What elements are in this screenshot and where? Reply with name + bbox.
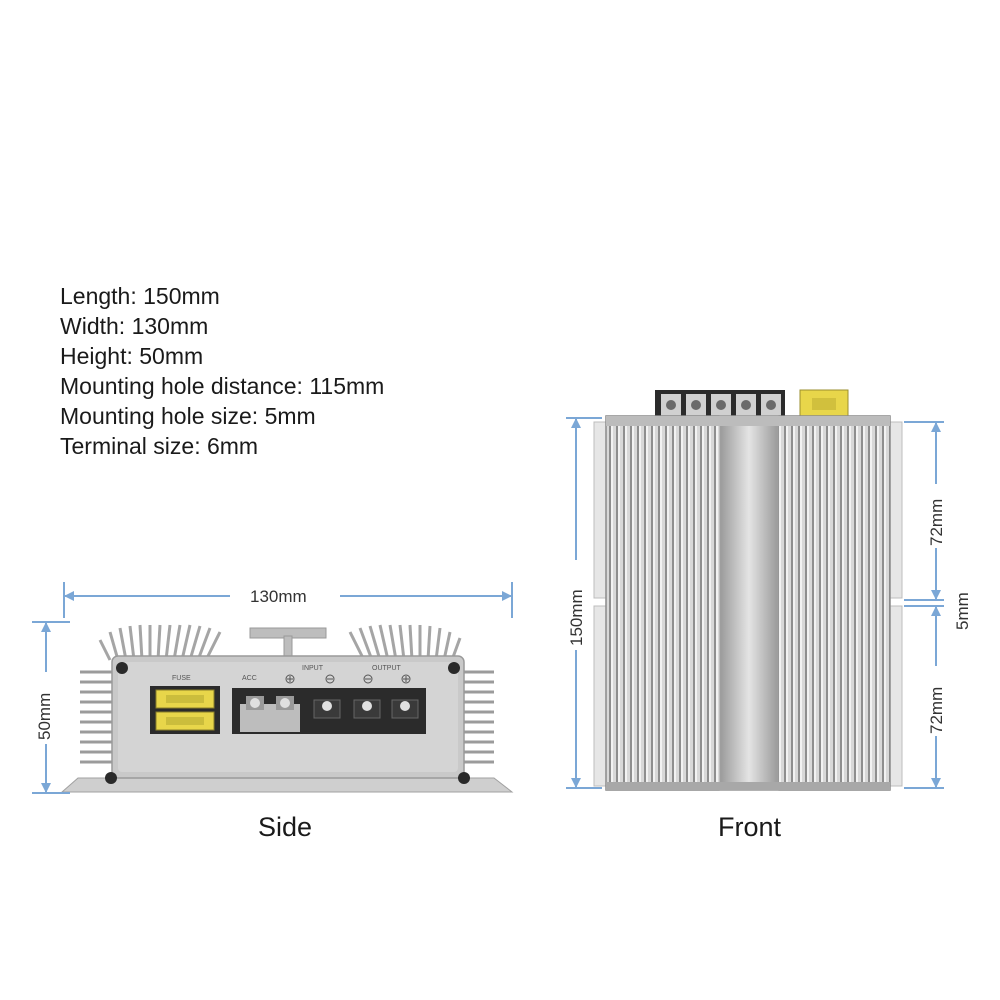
output-label: OUTPUT bbox=[372, 665, 402, 672]
polarity-icons bbox=[285, 674, 411, 684]
side-top-fins-left bbox=[98, 624, 222, 661]
front-center-spine bbox=[719, 415, 779, 791]
front-length-dimension bbox=[566, 417, 602, 789]
spec-mounting-hole-distance: Mounting hole distance: 115mm bbox=[60, 373, 385, 399]
front-hole-upper-label: 72mm bbox=[927, 499, 946, 546]
side-right-fins bbox=[462, 670, 494, 764]
front-caption: Front bbox=[718, 812, 782, 842]
spec-terminal-size: Terminal size: 6mm bbox=[60, 433, 259, 459]
side-screw-icon bbox=[116, 662, 128, 674]
side-view: FUSE ACC INPUT OUTPUT bbox=[32, 582, 514, 794]
front-terminal-screw-icon bbox=[766, 400, 776, 410]
front-terminal-block bbox=[655, 390, 785, 420]
side-screw-icon bbox=[448, 662, 460, 674]
side-caption: Side bbox=[258, 812, 313, 842]
side-screw-icon bbox=[105, 772, 117, 784]
front-length-label: 150mm bbox=[567, 589, 586, 646]
side-screw-icon bbox=[458, 772, 470, 784]
terminal-bolt-icon bbox=[400, 701, 410, 711]
terminal-bolt-icon bbox=[362, 701, 372, 711]
terminal-block bbox=[232, 688, 426, 734]
side-width-label: 130mm bbox=[250, 587, 307, 606]
terminal-bolt-icon bbox=[280, 698, 290, 708]
spec-height: Height: 50mm bbox=[60, 343, 204, 369]
spec-length: Length: 150mm bbox=[60, 283, 220, 309]
side-top-fins-right bbox=[348, 624, 462, 661]
front-fuse bbox=[799, 389, 849, 417]
spec-mounting-hole-size: Mounting hole size: 5mm bbox=[60, 403, 316, 429]
front-terminal-screw-icon bbox=[691, 400, 701, 410]
front-hole-gap-label: 5mm bbox=[953, 592, 972, 630]
input-label: INPUT bbox=[302, 665, 324, 672]
fuse-label: FUSE bbox=[172, 675, 191, 682]
front-hole-dimension bbox=[904, 421, 944, 789]
spec-list: Length: 150mm Width: 130mm Height: 50mm … bbox=[60, 281, 384, 461]
side-base-plate bbox=[60, 777, 514, 793]
front-hole-lower-label: 72mm bbox=[927, 687, 946, 734]
side-height-dimension bbox=[32, 621, 70, 794]
front-terminal-screw-icon bbox=[741, 400, 751, 410]
front-terminal-screw-icon bbox=[716, 400, 726, 410]
fuse-holder bbox=[150, 686, 220, 734]
acc-label: ACC bbox=[242, 675, 257, 682]
side-height-label: 50mm bbox=[35, 693, 54, 740]
front-view: 150mm 72mm 5mm 72mm bbox=[566, 389, 972, 791]
terminal-bolt-icon bbox=[322, 701, 332, 711]
front-terminal-screw-icon bbox=[666, 400, 676, 410]
side-width-dimension bbox=[63, 582, 513, 618]
spec-width: Width: 130mm bbox=[60, 313, 209, 339]
side-left-fins bbox=[80, 670, 116, 764]
terminal-bolt-icon bbox=[250, 698, 260, 708]
